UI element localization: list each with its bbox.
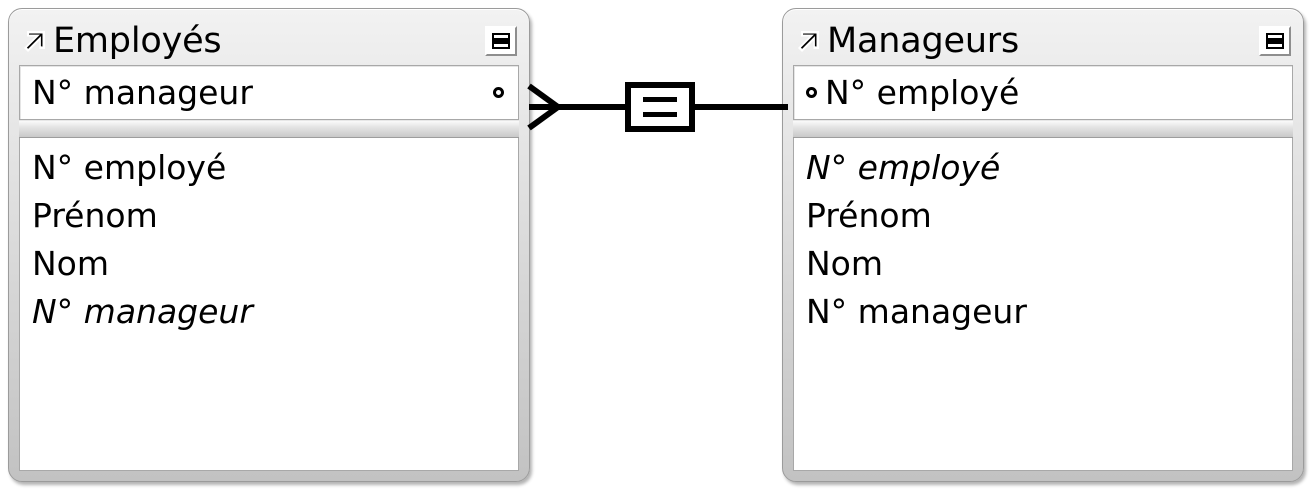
entity-employes-inner: Employés N° manageur N° employé Prénom N… (9, 9, 529, 481)
entity-employes-key-row[interactable]: N° manageur (19, 65, 519, 120)
field-row[interactable]: Nom (32, 244, 110, 283)
entity-manageurs-inner: Manageurs N° employé N° employé Prénom N… (783, 9, 1303, 481)
field-row[interactable]: Prénom (32, 196, 158, 235)
entity-employes-separator (19, 121, 519, 138)
expand-arrow-icon[interactable] (21, 29, 47, 55)
field-row[interactable]: N° employé (806, 148, 1001, 187)
hollow-ring-icon (806, 87, 817, 98)
equals-glyph (1266, 33, 1284, 49)
join-operator-box[interactable] (625, 82, 695, 132)
equals-glyph (492, 33, 510, 49)
field-row[interactable]: N° employé (32, 148, 227, 187)
entity-manageurs-field-list[interactable]: N° employé Prénom Nom N° manageur (793, 138, 1293, 471)
entity-manageurs[interactable]: Manageurs N° employé N° employé Prénom N… (782, 8, 1304, 482)
entity-employes[interactable]: Employés N° manageur N° employé Prénom N… (8, 8, 530, 482)
entity-manageurs-separator (793, 121, 1293, 138)
hollow-ring-icon (493, 87, 504, 98)
entity-manageurs-title: Manageurs (827, 21, 1020, 61)
entity-employes-field-list[interactable]: N° employé Prénom Nom N° manageur (19, 138, 519, 471)
entity-manageurs-header[interactable]: Manageurs (793, 17, 1293, 65)
field-row[interactable]: N° manageur (32, 292, 253, 331)
entity-employes-header[interactable]: Employés (19, 17, 519, 65)
field-row[interactable]: Nom (806, 244, 884, 283)
entity-employes-key-label: N° manageur (32, 72, 253, 112)
crows-foot-icon (527, 83, 560, 131)
entity-manageurs-key-row[interactable]: N° employé (793, 65, 1293, 120)
entity-manageurs-key-label: N° employé (825, 72, 1020, 112)
equals-menu-icon[interactable] (485, 26, 517, 56)
entity-employes-title: Employés (53, 21, 222, 61)
expand-arrow-icon[interactable] (795, 29, 821, 55)
field-row[interactable]: Prénom (806, 196, 932, 235)
field-row[interactable]: N° manageur (806, 292, 1027, 331)
equals-menu-icon[interactable] (1259, 26, 1291, 56)
